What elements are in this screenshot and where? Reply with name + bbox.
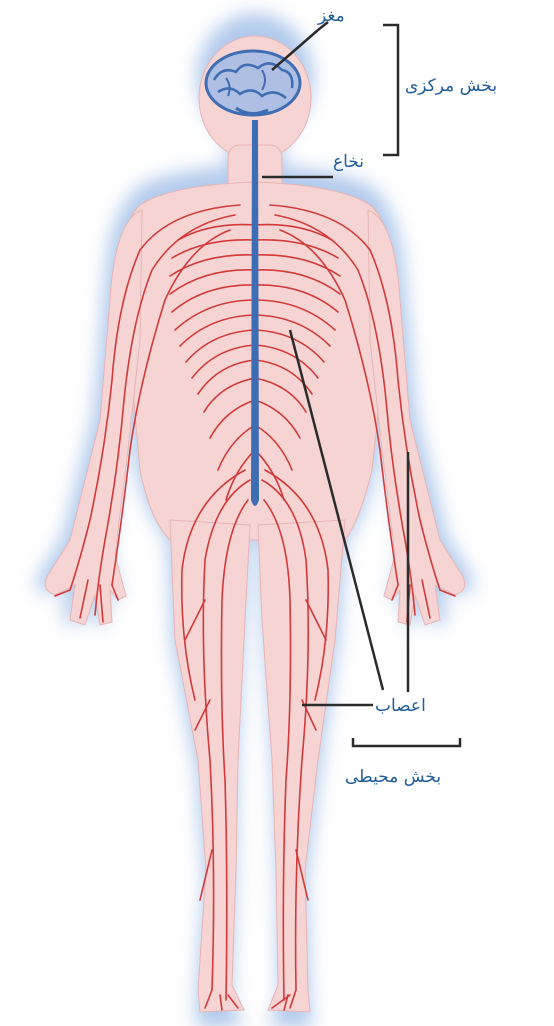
central-bracket: [383, 25, 398, 155]
brain-icon: [206, 51, 300, 115]
label-peripheral-division: بخش محیطی: [345, 767, 441, 787]
label-spinal-cord: نخاع: [333, 152, 364, 172]
spinal-cord: [251, 120, 259, 506]
label-central-division: بخش مرکزی: [405, 76, 497, 96]
peripheral-bracket: [353, 738, 460, 746]
label-nerves: اعصاب: [375, 696, 426, 716]
label-brain: مغز: [318, 6, 345, 26]
